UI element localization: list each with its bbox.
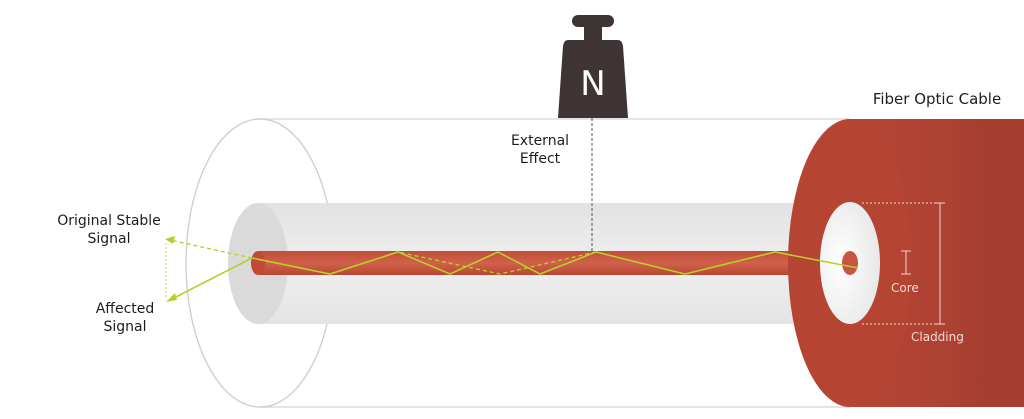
affected-signal-label: Affected Signal <box>95 301 155 335</box>
core-label: Core <box>891 281 919 295</box>
original-signal-label: Original Stable Signal <box>57 213 161 247</box>
cable-jacket <box>788 119 1024 407</box>
weight-symbol: N <box>580 64 605 104</box>
cable-title: Fiber Optic Cable <box>872 90 1002 108</box>
cladding-label: Cladding <box>911 330 964 344</box>
original-signal-path <box>165 236 597 298</box>
core-fiber <box>251 251 858 275</box>
core-end-face <box>842 251 858 275</box>
dimension-markers <box>862 202 945 325</box>
external-effect-label: External Effect <box>510 133 570 167</box>
weight-icon: N <box>558 15 628 118</box>
